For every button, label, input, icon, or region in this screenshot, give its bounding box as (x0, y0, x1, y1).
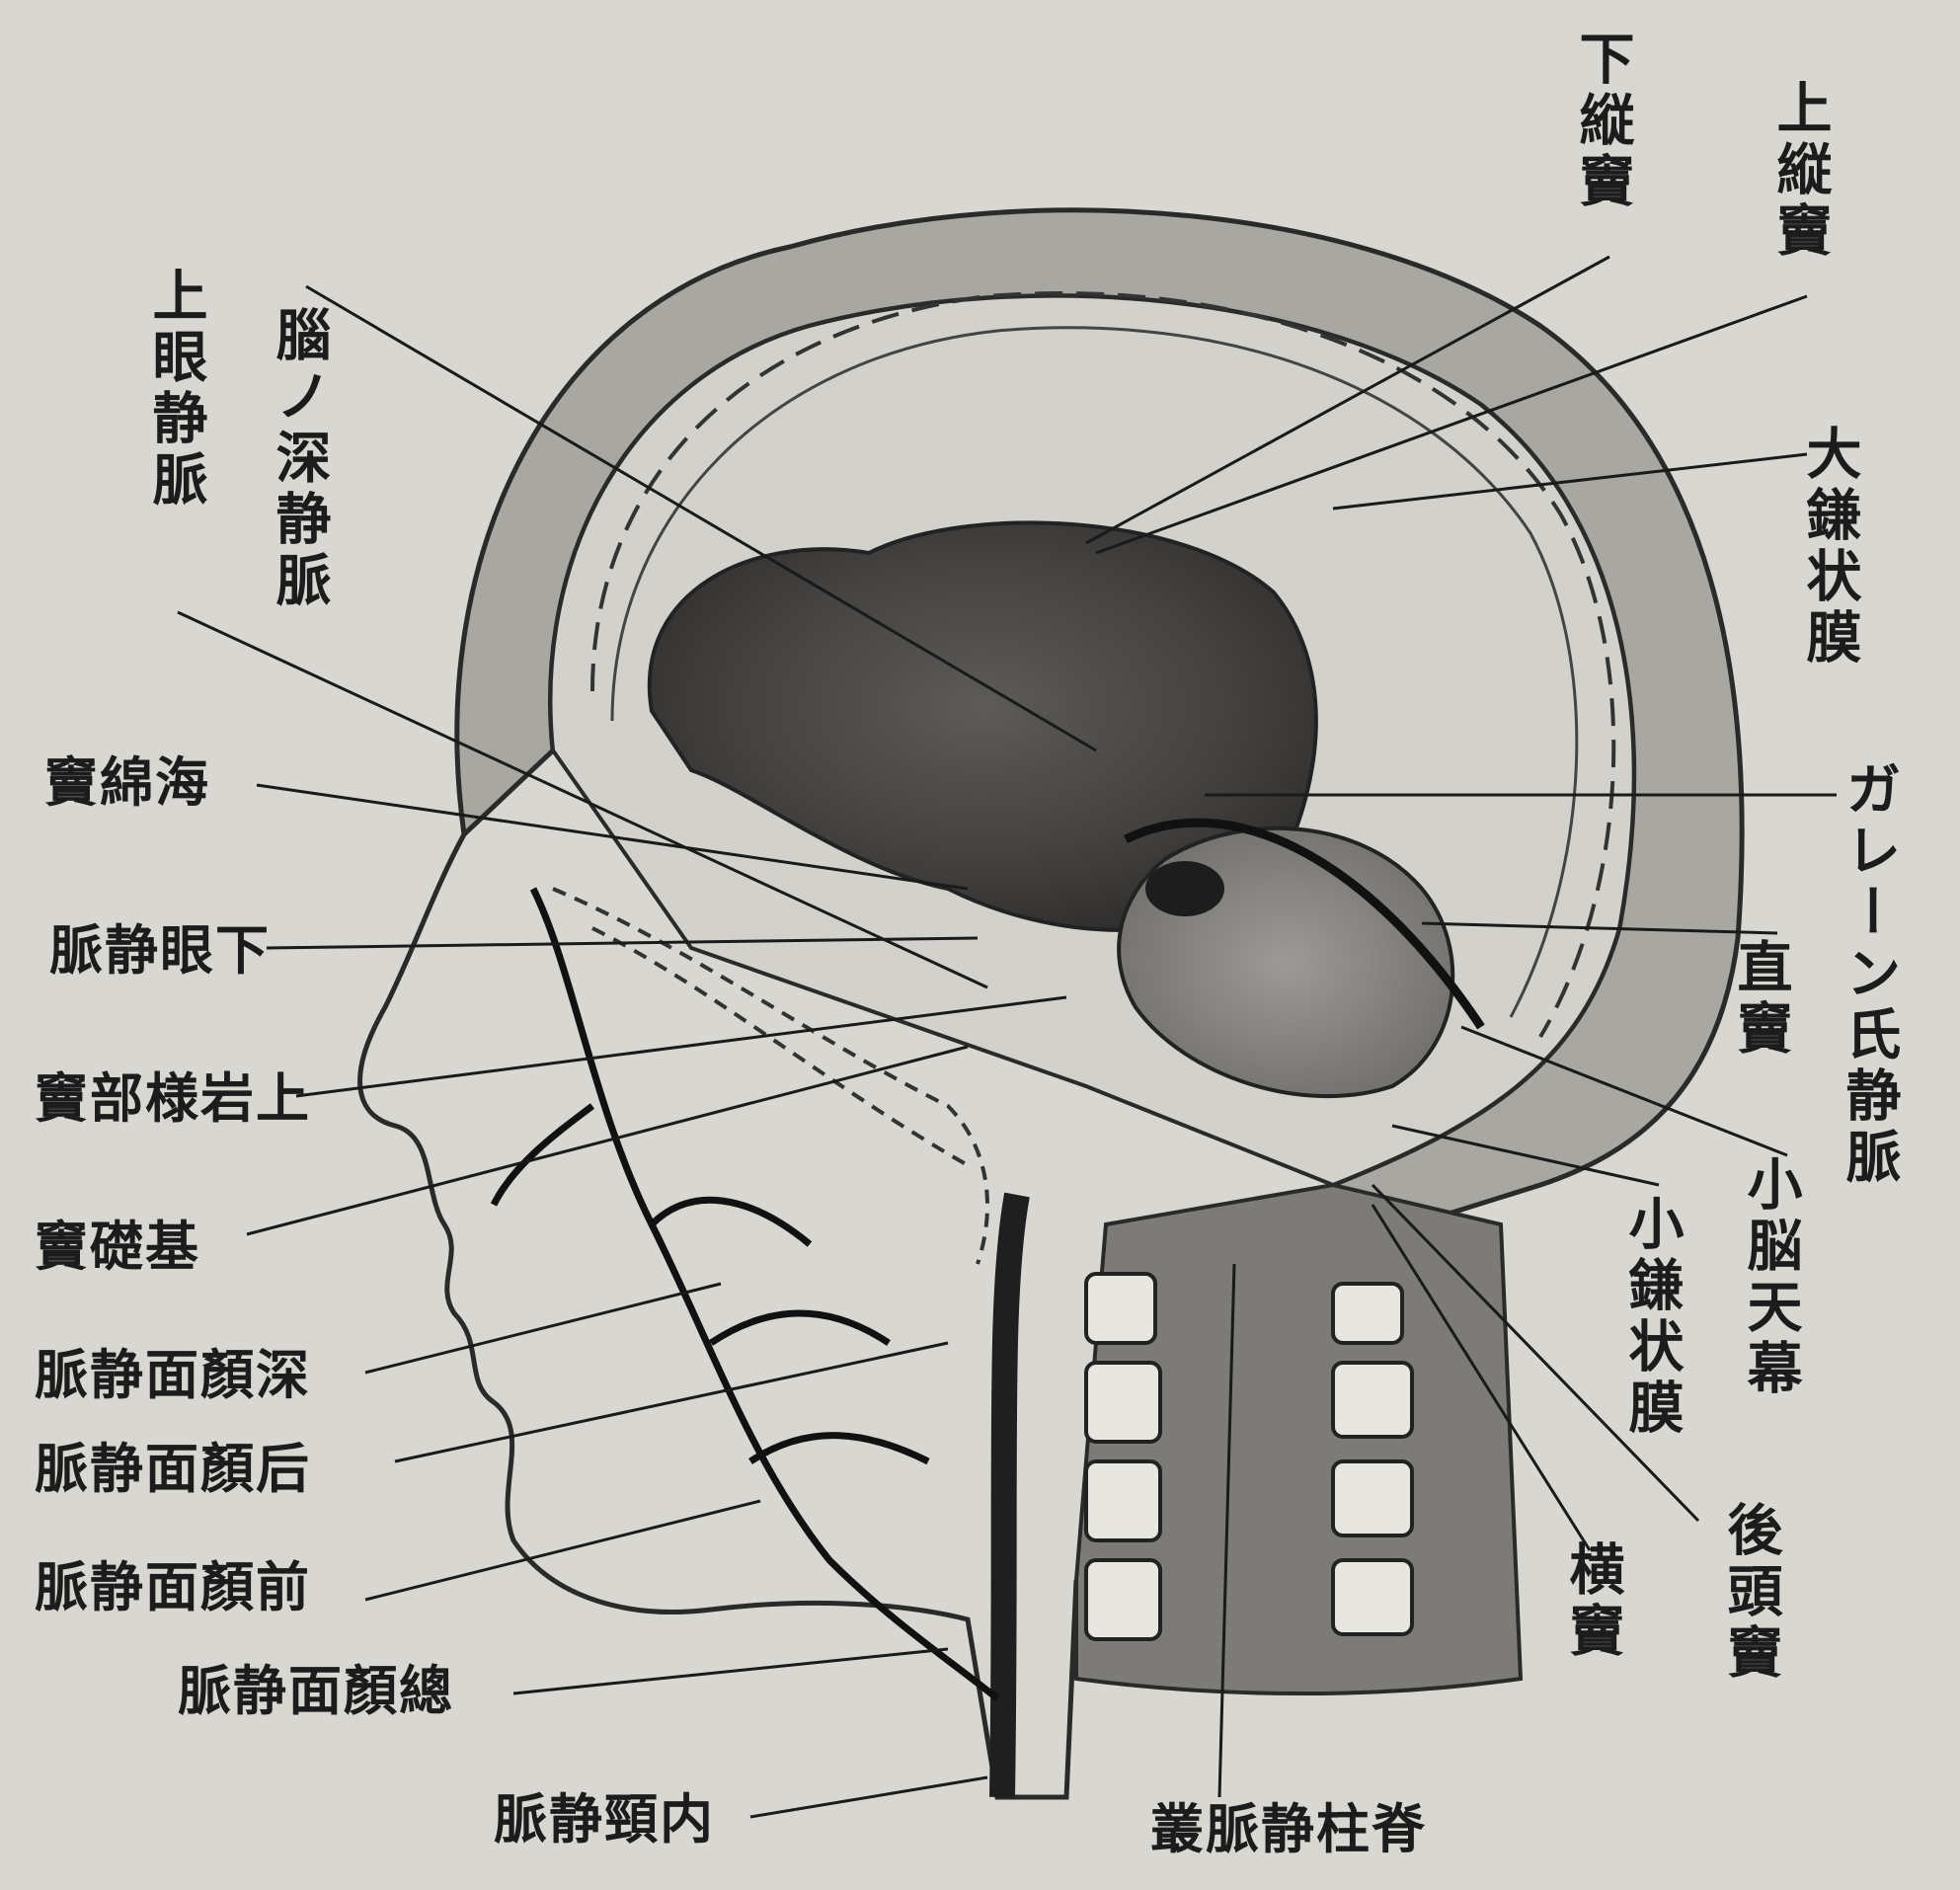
label-anterior-facial-vein: 脈静面顏前 (35, 1560, 311, 1614)
label-superior-ophthalmic-vein: 上眼静脈 (148, 267, 203, 512)
label-vein-of-galen: ガレーン氏静脈 (1842, 760, 1897, 1189)
label-transverse-sinus: 横竇 (1565, 1540, 1620, 1663)
label-common-facial-vein: 脈静面顏總 (178, 1664, 454, 1717)
label-tentorium: 小脳天幕 (1743, 1155, 1798, 1400)
label-occipital-sinus: 後頭竇 (1723, 1501, 1778, 1685)
label-basilar-sinus: 竇礎基 (35, 1220, 200, 1273)
label-falx-cerebri: 大鎌状膜 (1802, 425, 1857, 669)
label-upper-sagittal-sinus: 上縦竇 (1772, 79, 1828, 263)
label-deep-facial-vein: 脈静面顏深 (35, 1348, 311, 1401)
label-cavernous-sinus: 竇綿海 (44, 755, 210, 809)
jugular-vein-drawing (1002, 1195, 1017, 1797)
label-deep-cerebral-vein: 腦ノ深静脈 (272, 306, 327, 612)
label-posterior-facial-vein: 脈静面顏后 (35, 1442, 311, 1495)
label-superior-petrosal-sinus: 竇部様岩上 (35, 1071, 311, 1125)
label-inferior-ophthalmic-vein: 脈静眼下 (49, 923, 271, 977)
label-lower-sagittal-sinus: 下縦竇 (1575, 30, 1630, 213)
label-vertebral-venous-plexus: 叢脈静柱脊 (1150, 1802, 1427, 1855)
label-straight-sinus: 直竇 (1733, 938, 1788, 1061)
label-internal-jugular-vein: 脈静頸内 (494, 1792, 715, 1846)
label-falx-cerebelli: 小鎌状膜 (1624, 1195, 1680, 1440)
